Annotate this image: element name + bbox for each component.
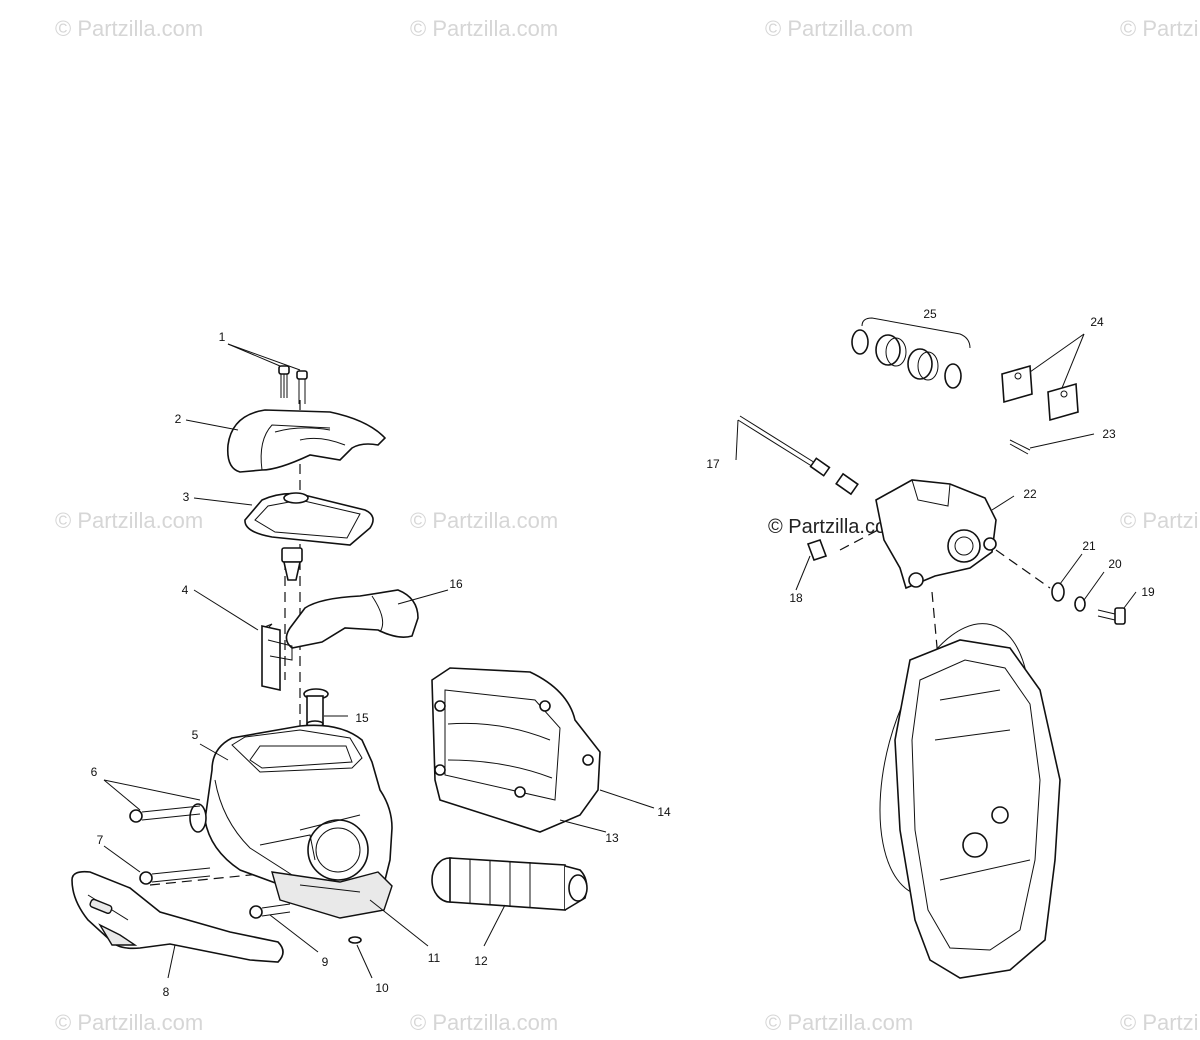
callout-16: 16 xyxy=(449,577,463,591)
part-3-diaphragm xyxy=(244,492,374,546)
callout-7: 7 xyxy=(96,833,104,847)
watermark: © Partzilla.com xyxy=(410,16,559,41)
callout-2: 2 xyxy=(174,412,182,426)
callout-14: 14 xyxy=(657,805,671,819)
piston xyxy=(281,547,303,581)
callout-12: 12 xyxy=(474,954,488,968)
watermark-dark: © Partzilla.com xyxy=(768,516,903,538)
part-9-screw xyxy=(249,903,291,919)
assembly-axis xyxy=(995,549,1051,589)
part-20-washer xyxy=(1074,596,1086,612)
part-22-caliper xyxy=(875,479,997,590)
watermark: © Partzilla.com xyxy=(410,1010,559,1035)
part-15-pin xyxy=(303,688,329,728)
watermark: © Partzilla.com xyxy=(765,16,914,41)
part-8-brake-lever xyxy=(71,870,284,963)
callout-24: 24 xyxy=(1090,315,1104,329)
part-5-master-cylinder-body xyxy=(189,724,393,901)
part-1-screws xyxy=(278,365,308,404)
callout-3: 3 xyxy=(182,490,190,504)
callout-18: 18 xyxy=(789,591,803,605)
watermark: © Partzilla.com xyxy=(1120,16,1200,41)
assembly-axis xyxy=(839,529,879,551)
part-17-brake-line xyxy=(737,415,859,496)
assembly-axis xyxy=(149,869,301,886)
leader-lines-right xyxy=(735,333,1137,609)
leader-lines-left xyxy=(103,343,655,979)
part-23-clip-pin xyxy=(1009,439,1031,455)
part-21-washer xyxy=(1051,582,1065,602)
part-2-cover xyxy=(226,409,387,473)
part-7-screw xyxy=(139,867,211,885)
watermark: © Partzilla.com xyxy=(1120,508,1200,533)
callout-6: 6 xyxy=(90,765,98,779)
callout-5: 5 xyxy=(191,728,199,742)
callout-11: 11 xyxy=(427,951,441,965)
part-6-screw xyxy=(129,805,201,823)
part-11-clamp xyxy=(271,871,393,919)
part-12-grip xyxy=(431,857,588,911)
callout-21: 21 xyxy=(1082,539,1096,553)
chaincase-cover xyxy=(879,623,1061,979)
callout-15: 15 xyxy=(355,711,369,725)
watermark: © Partzilla.com xyxy=(1120,1010,1200,1035)
callout-4: 4 xyxy=(181,583,189,597)
part-25-seals-pistons xyxy=(851,317,971,389)
part-10-clip xyxy=(348,936,362,944)
part-18-bleeder xyxy=(806,538,828,562)
callout-1: 1 xyxy=(218,330,226,344)
callout-25: 25 xyxy=(923,307,937,321)
watermark: © Partzilla.com xyxy=(410,508,559,533)
part-13-housing-cover xyxy=(431,667,601,833)
callout-22: 22 xyxy=(1023,487,1037,501)
callout-23: 23 xyxy=(1102,427,1116,441)
part-16-lever xyxy=(261,589,419,691)
watermark: © Partzilla.com xyxy=(55,1010,204,1035)
callout-20: 20 xyxy=(1108,557,1122,571)
watermark: © Partzilla.com xyxy=(55,16,204,41)
callout-13: 13 xyxy=(605,831,619,845)
callout-19: 19 xyxy=(1141,585,1155,599)
part-24-brake-pads xyxy=(1001,364,1079,422)
watermark: © Partzilla.com xyxy=(55,508,204,533)
callout-8: 8 xyxy=(162,985,170,999)
part-19-bolt xyxy=(1097,607,1126,625)
callout-17: 17 xyxy=(706,457,720,471)
callout-9: 9 xyxy=(321,955,329,969)
callout-10: 10 xyxy=(375,981,389,995)
watermark: © Partzilla.com xyxy=(765,1010,914,1035)
